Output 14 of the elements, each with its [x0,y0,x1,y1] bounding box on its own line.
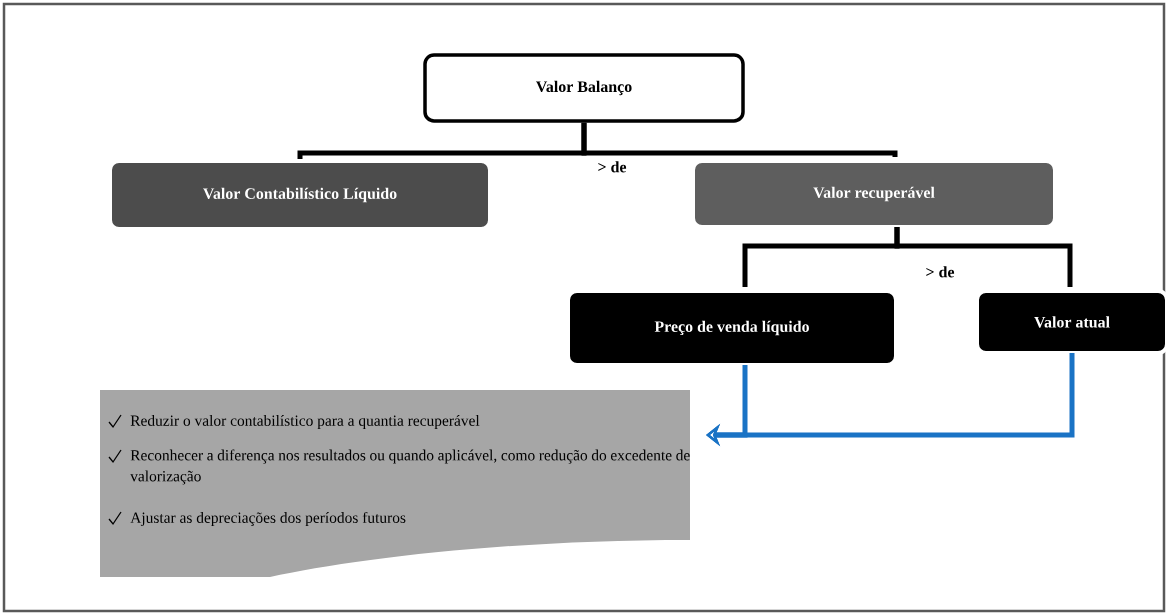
document-shape [100,390,690,577]
comparison-label: > de [598,161,627,173]
comparison-label: > de [926,266,955,278]
process-box: Valor recuperável [691,159,1057,229]
process-box: Valor Contabilístico Líquido [108,159,492,231]
process-box: Valor atual [975,289,1169,355]
connector [581,122,898,157]
connector [894,227,1073,287]
bullet-text: Reduzir o valor contabilístico para a quantia recuperável [130,415,480,429]
process-box: Preço de venda líquido [566,289,898,367]
connector [706,353,1075,447]
bullet-text: Reconhecer a diferença nos resultados ou quando aplicável, como redução do excedente de valorização [130,449,690,485]
bullet-text: Ajustar as depreciações dos períodos futuros [130,511,406,527]
title-box: Valor Balanço [423,53,745,123]
